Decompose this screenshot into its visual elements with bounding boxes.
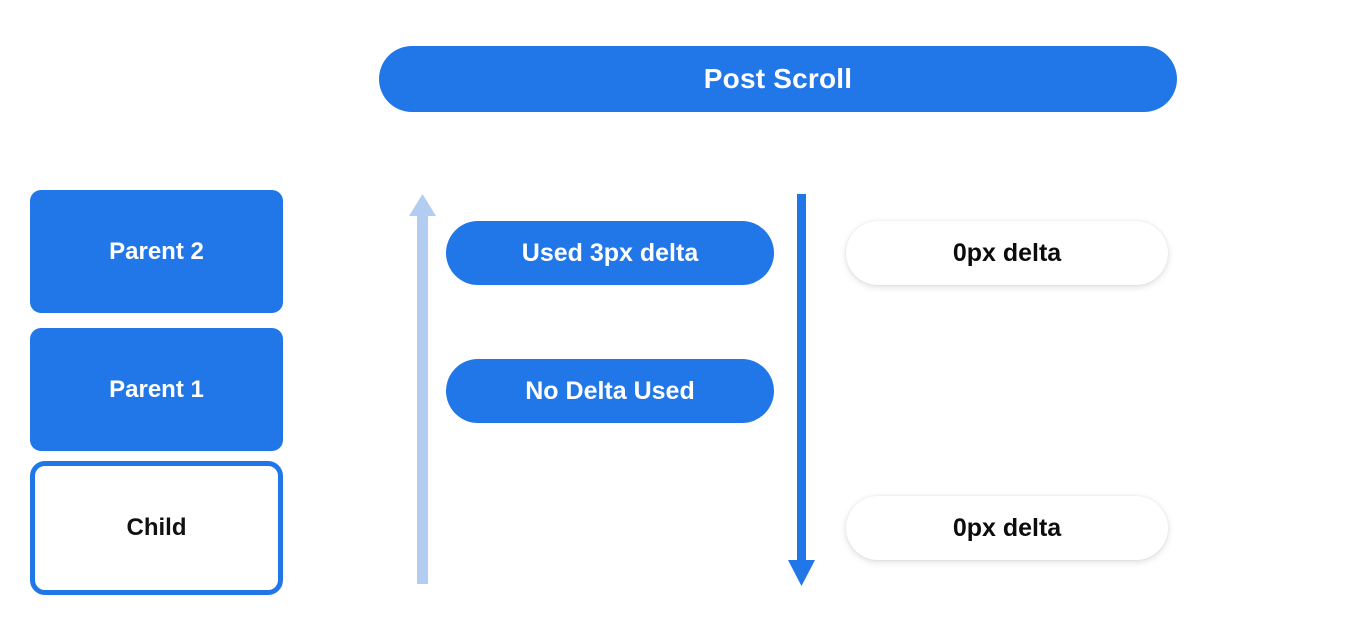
banner-title: Post Scroll [703, 63, 853, 94]
pill-0px-delta-bottom-label: 0px delta [952, 513, 1062, 542]
pill-no-delta-used-label: No Delta Used [525, 376, 695, 405]
pill-no-delta-used: No Delta Used [446, 359, 774, 423]
scroll-down-arrow-icon [788, 194, 815, 586]
pill-0px-delta-top-label: 0px delta [952, 238, 1062, 267]
box-child: Child [30, 461, 283, 595]
pill-0px-delta-bottom: 0px delta [846, 496, 1168, 560]
pill-used-3px-delta: Used 3px delta [446, 221, 774, 285]
box-parent-2: Parent 2 [30, 190, 283, 313]
box-child-label: Child [126, 514, 187, 541]
post-scroll-banner: Post Scroll [379, 46, 1177, 112]
scroll-up-arrow-icon [409, 194, 436, 584]
pill-used-3px-delta-label: Used 3px delta [521, 238, 699, 267]
pill-0px-delta-top: 0px delta [846, 221, 1168, 285]
box-parent-2-label: Parent 2 [109, 237, 204, 265]
box-parent-1-label: Parent 1 [109, 375, 204, 403]
box-parent-1: Parent 1 [30, 328, 283, 451]
